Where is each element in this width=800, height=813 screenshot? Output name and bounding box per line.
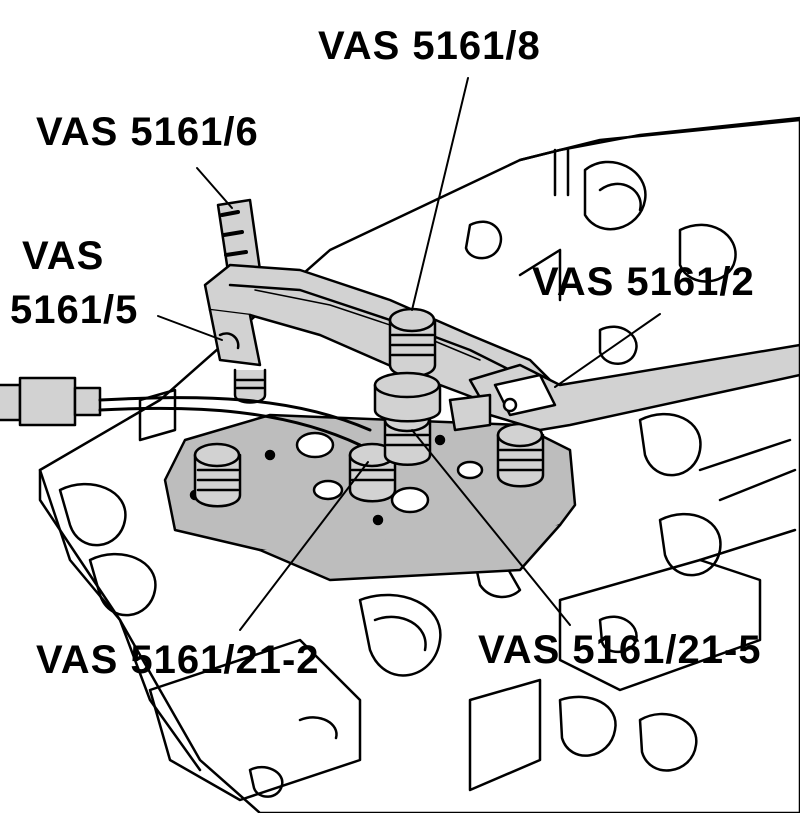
label-vas-5161-21-2: VAS 5161/21-2 — [36, 638, 320, 682]
label-vas-5161-6: VAS 5161/6 — [36, 110, 259, 154]
label-vas-5161-2: VAS 5161/2 — [532, 260, 755, 304]
spindle — [373, 307, 442, 423]
lever-handle — [448, 343, 800, 432]
label-vas-5161-5-line2: 5161/5 — [10, 288, 139, 332]
label-vas-5161-21-5: VAS 5161/21-5 — [478, 628, 762, 672]
leader-lines — [157, 77, 661, 631]
air-hose — [0, 376, 372, 447]
label-vas-5161-8: VAS 5161/8 — [318, 24, 541, 68]
threaded-studs — [193, 368, 545, 508]
label-vas-5161-5-line1: VAS — [22, 234, 105, 278]
